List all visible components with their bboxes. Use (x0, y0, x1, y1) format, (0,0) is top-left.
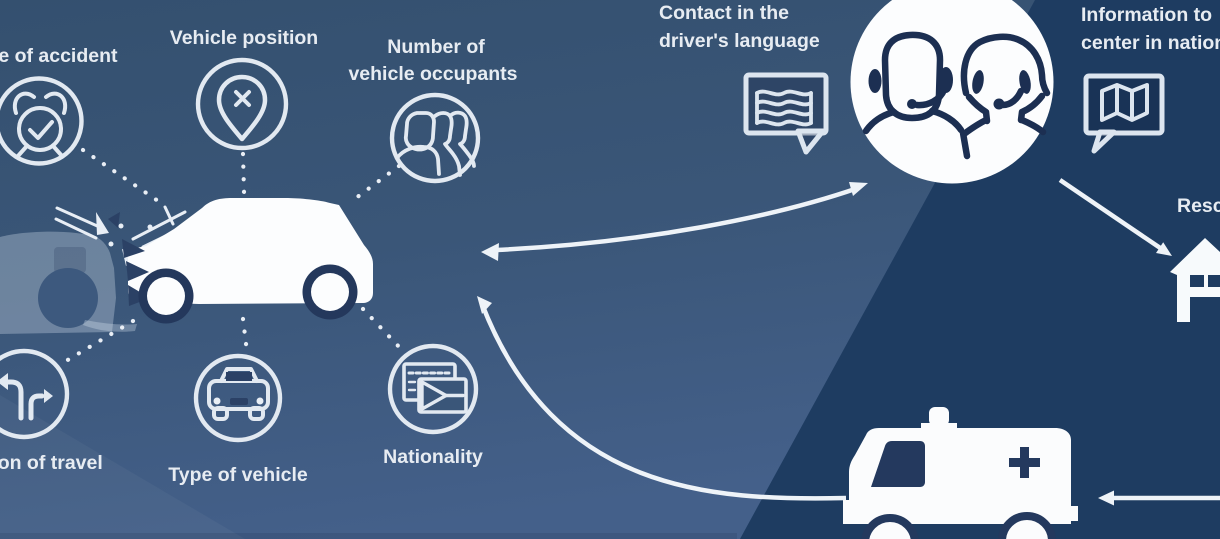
svg-text:Rescue: Rescue (1177, 195, 1220, 217)
svg-text:Time of accident: Time of accident (0, 45, 118, 67)
svg-text:Type of vehicle: Type of vehicle (168, 464, 308, 486)
svg-text:Information to: Information to (1081, 4, 1212, 26)
svg-text:Direction of travel: Direction of travel (0, 452, 103, 474)
svg-text:Contact in the: Contact in the (659, 2, 789, 24)
svg-text:vehicle occupants: vehicle occupants (348, 63, 517, 85)
svg-text:Nationality: Nationality (383, 446, 483, 468)
svg-text:center in nation: center in nation (1081, 32, 1220, 54)
svg-text:Vehicle position: Vehicle position (170, 27, 318, 49)
svg-text:Number of: Number of (387, 36, 485, 58)
svg-text:driver's language: driver's language (659, 30, 820, 52)
